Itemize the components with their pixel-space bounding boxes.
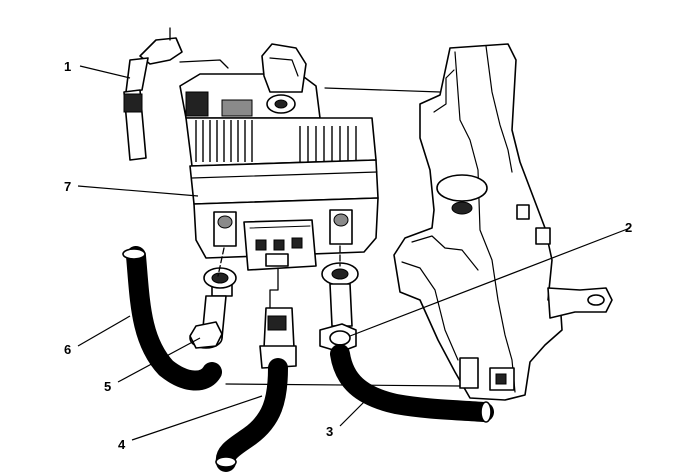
callout-1: 1 bbox=[64, 59, 71, 74]
callout-7: 7 bbox=[64, 179, 71, 194]
terminal-fins-left bbox=[195, 120, 253, 162]
left-cable-terminal bbox=[189, 247, 237, 349]
mounting-bracket bbox=[393, 43, 613, 401]
cable-right bbox=[330, 344, 494, 423]
callout-2: 2 bbox=[625, 220, 632, 235]
callout-4: 4 bbox=[118, 437, 126, 452]
junction-block bbox=[179, 43, 379, 271]
callout-5: 5 bbox=[104, 379, 111, 394]
cable-center bbox=[215, 267, 297, 472]
callout-3: 3 bbox=[326, 424, 333, 439]
right-cable-terminal bbox=[319, 245, 359, 353]
callout-6: 6 bbox=[64, 342, 71, 357]
pigtail-lead bbox=[123, 27, 229, 161]
terminal-fins-right bbox=[299, 126, 357, 162]
callout-leaders bbox=[77, 65, 631, 441]
cable-left bbox=[122, 246, 222, 391]
